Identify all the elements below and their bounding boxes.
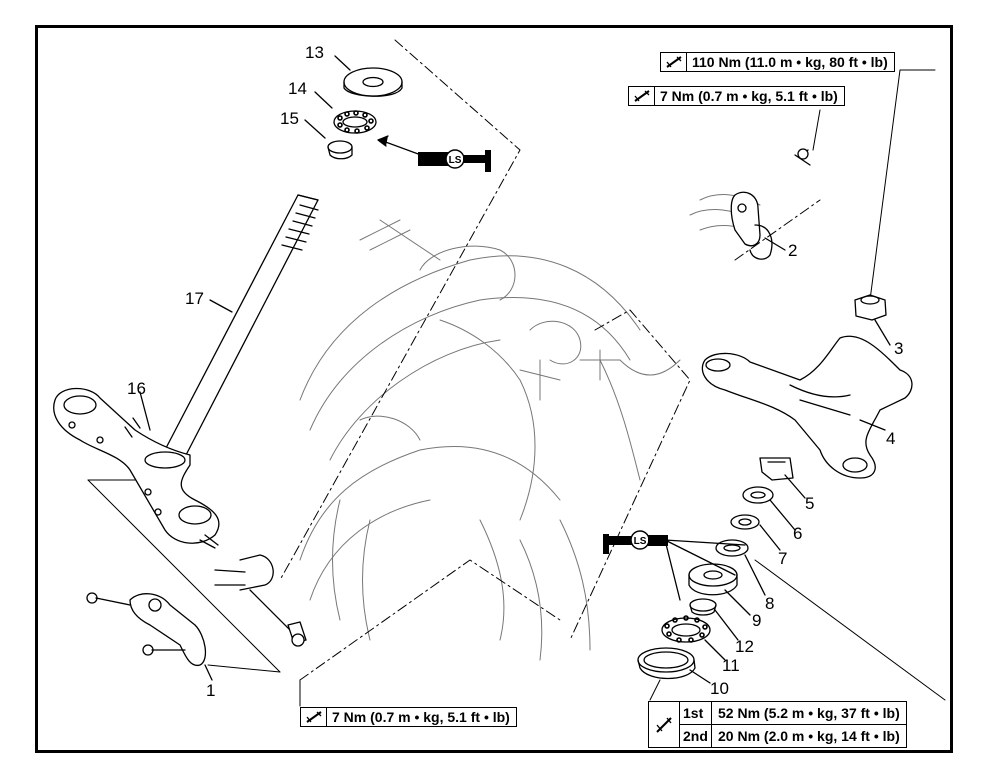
grease-tag: LS [449, 155, 462, 166]
part-number-13: 13 [305, 43, 324, 62]
torque-wrench-icon [649, 702, 680, 747]
part-number-9: 9 [752, 611, 762, 630]
part-number-15: 15 [280, 109, 299, 128]
background-frame-sketch [299, 194, 761, 661]
torque-step-value: 52 Nm (5.2 m • kg, 37 ft • lb) [718, 705, 900, 721]
torque-wrench-icon [661, 53, 687, 71]
part-number-3: 3 [894, 339, 904, 358]
part-number-2: 2 [788, 241, 798, 260]
torque-value: 7 Nm (0.7 m • kg, 5.1 ft • lb) [660, 88, 838, 104]
torque-value: 7 Nm (0.7 m • kg, 5.1 ft • lb) [332, 709, 510, 725]
torque-step-row: 1st 52 Nm (5.2 m • kg, 37 ft • lb) [680, 702, 906, 724]
grease-gun-icon [418, 149, 491, 172]
part-number-11: 11 [722, 656, 740, 675]
grease-tag: LS [634, 536, 647, 547]
ring-nut-torque-table: 1st 52 Nm (5.2 m • kg, 37 ft • lb) 2nd 2… [648, 701, 907, 748]
part-number-16: 16 [127, 379, 146, 398]
diagram-frame [35, 25, 953, 753]
part-number-10: 10 [710, 679, 729, 698]
part-number-14: 14 [288, 79, 307, 98]
part-number-5: 5 [805, 494, 815, 513]
torque-callout-clamp-bolt: 7 Nm (0.7 m • kg, 5.1 ft • lb) [628, 86, 845, 106]
part-number-17: 17 [185, 289, 204, 308]
torque-step-row: 2nd 20 Nm (2.0 m • kg, 14 ft • lb) [680, 724, 906, 747]
part-number-7: 7 [778, 549, 788, 568]
part-number-6: 6 [793, 524, 803, 543]
torque-step-value: 20 Nm (2.0 m • kg, 14 ft • lb) [718, 728, 900, 744]
part-number-12: 12 [735, 637, 754, 656]
torque-step-label: 1st [680, 702, 712, 724]
part-number-4: 4 [886, 429, 896, 448]
torque-step-label: 2nd [680, 725, 712, 747]
torque-wrench-icon [629, 87, 655, 105]
torque-wrench-icon [301, 708, 327, 726]
torque-value: 110 Nm (11.0 m • kg, 80 ft • lb) [692, 54, 888, 70]
part-number-8: 8 [765, 594, 775, 613]
grease-gun-icon [603, 530, 668, 554]
part-number-1: 1 [206, 681, 216, 700]
torque-callout-top-nut: 110 Nm (11.0 m • kg, 80 ft • lb) [660, 52, 895, 72]
torque-callout-lower-bolt: 7 Nm (0.7 m • kg, 5.1 ft • lb) [300, 707, 517, 727]
